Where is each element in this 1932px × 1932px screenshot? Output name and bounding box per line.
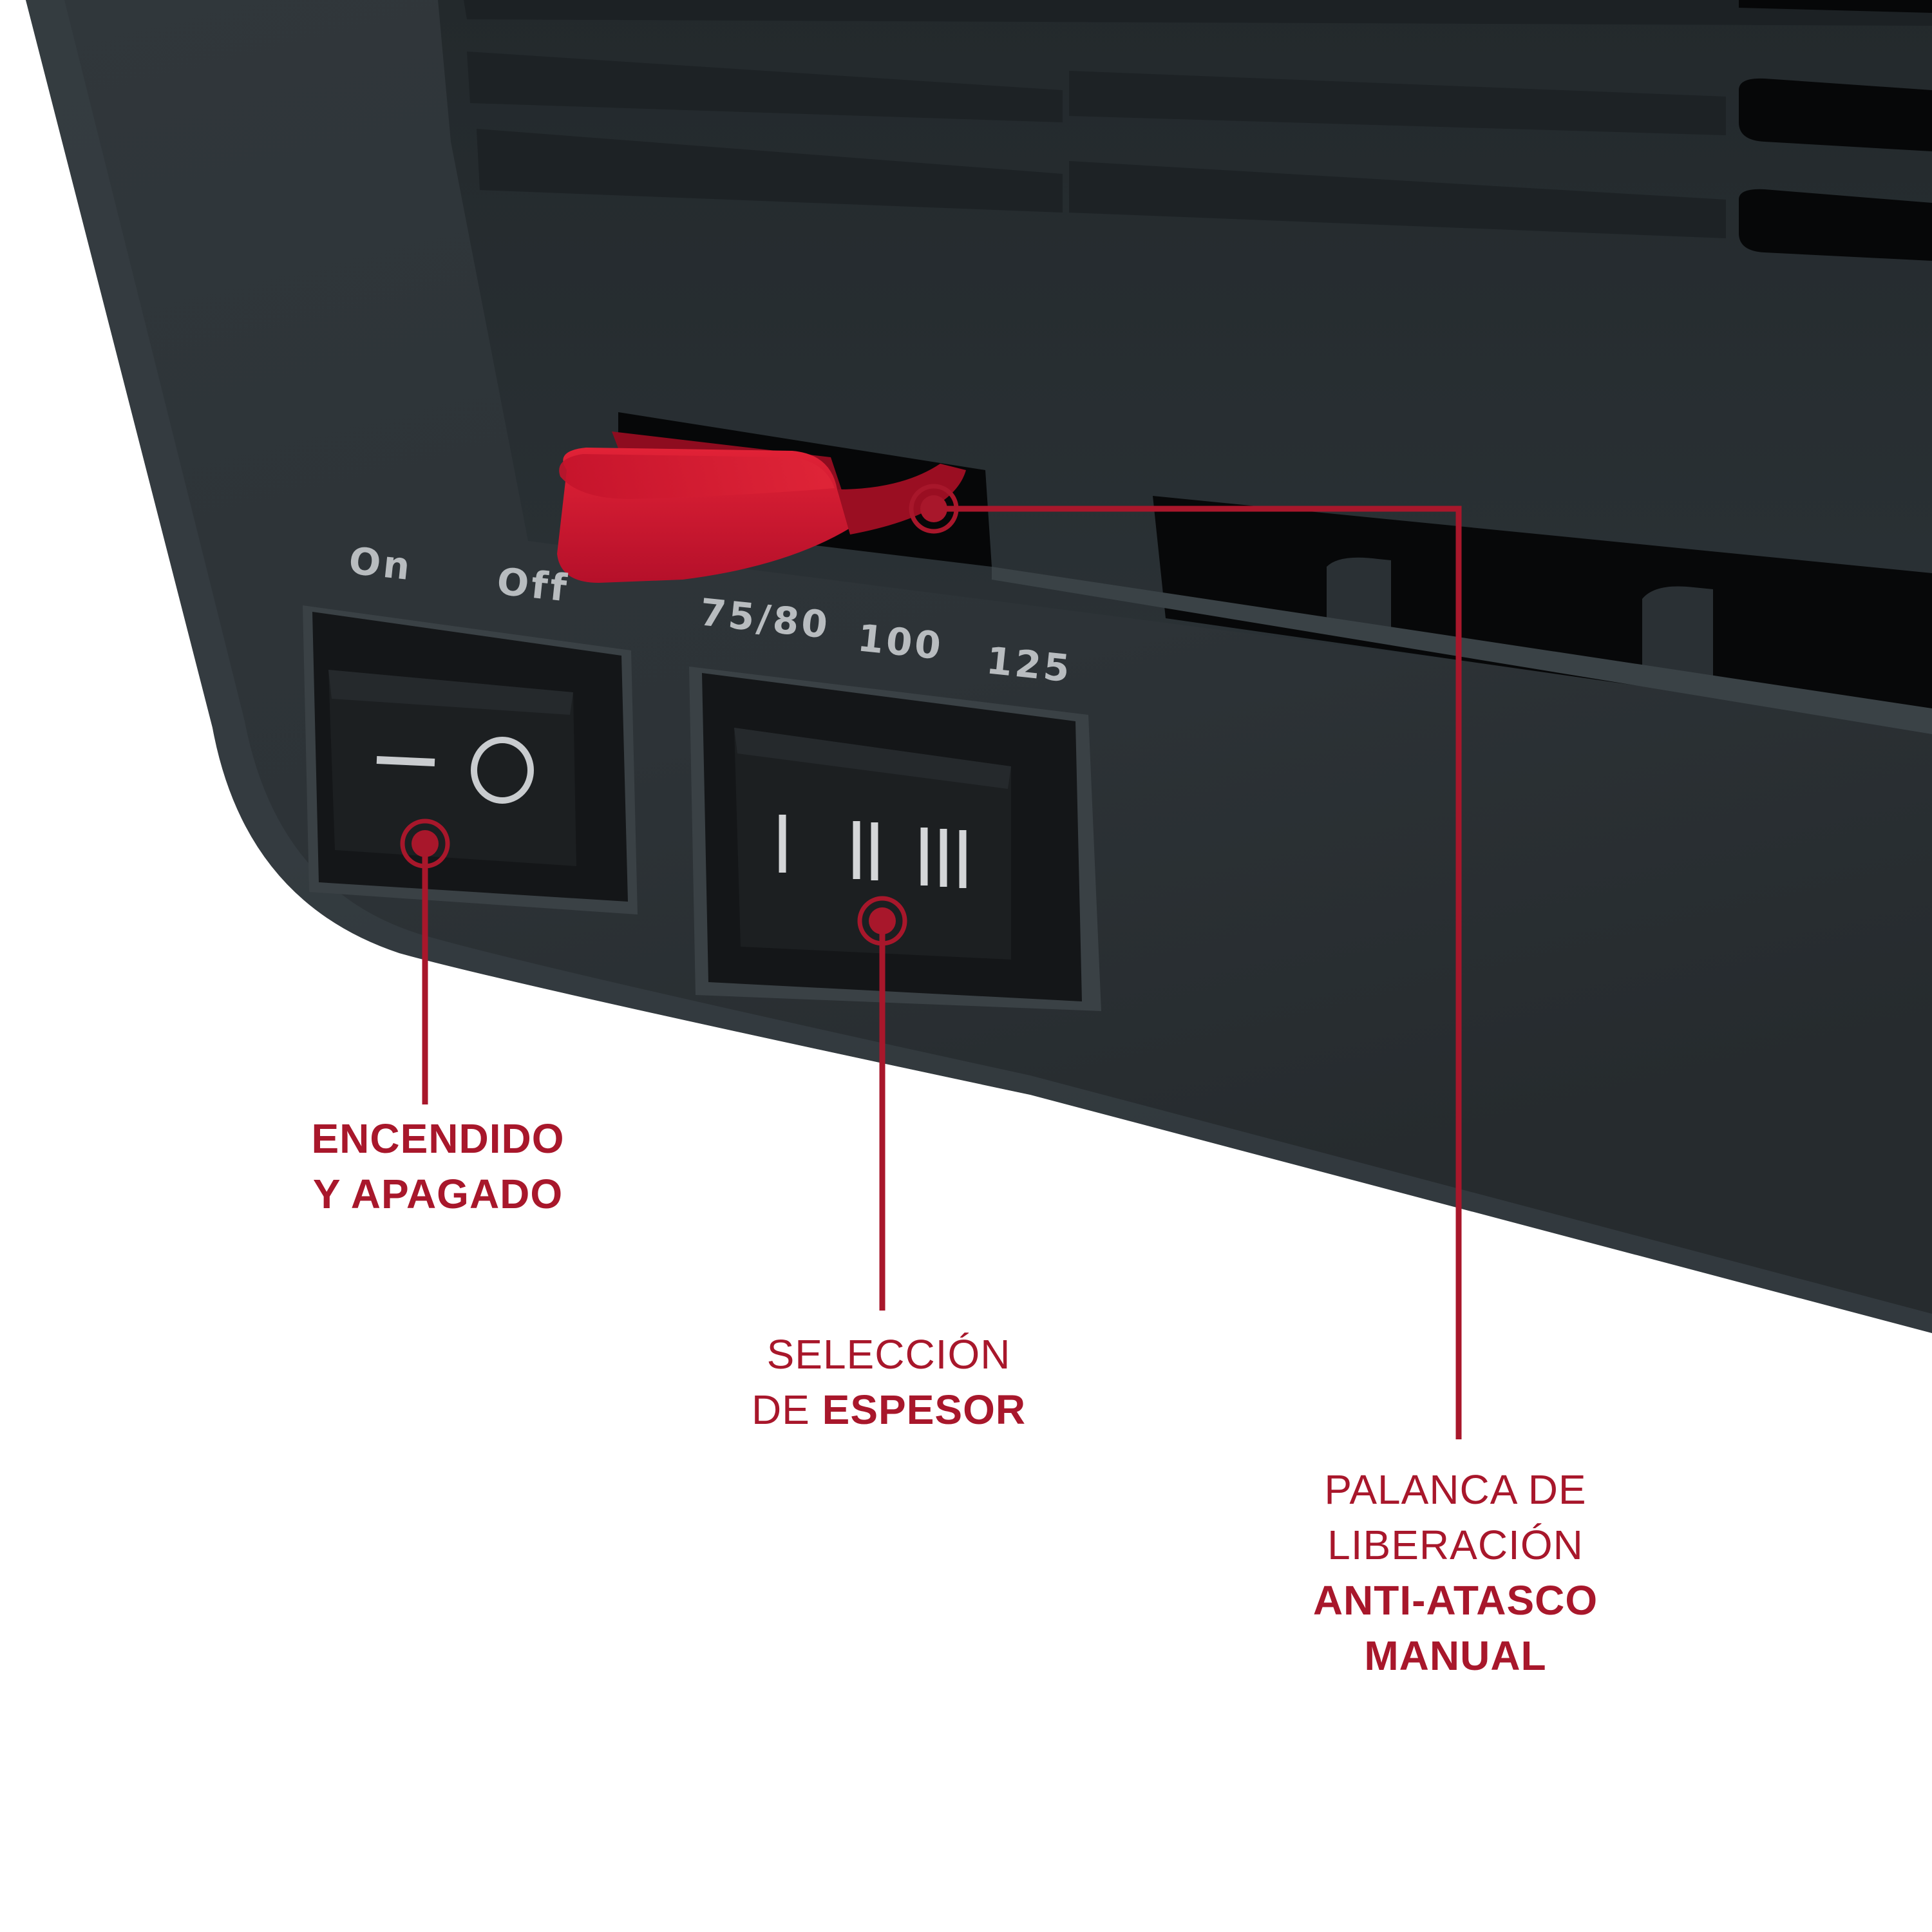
power-switch[interactable] [303,605,638,914]
label-thickness-125: 125 [985,638,1074,691]
label-thickness-100: 100 [856,616,945,668]
feed-slot [1153,496,1932,728]
label-on: On [347,538,415,589]
label-off: Off [495,559,571,610]
slot-ledge [992,567,1932,734]
on-symbol-icon [376,756,435,766]
callout-power-pointer [400,819,450,1104]
callout-lever: PALANCA DE LIBERACIÓN ANTI-ATASCO MANUAL [1275,1462,1636,1683]
callout-lever-line4: MANUAL [1364,1633,1547,1679]
thickness-switch[interactable] [689,667,1101,1011]
callout-lever-line1: PALANCA DE [1324,1466,1587,1513]
callout-thickness-pointer [857,896,907,1311]
off-symbol-icon [471,737,534,804]
callout-thickness-line1: SELECCIÓN [766,1331,1011,1378]
callout-lever-line3: ANTI-ATASCO [1312,1577,1598,1624]
callout-power-line1: ENCENDIDO [311,1115,565,1162]
housing-front-edge [26,0,1932,1333]
vent-slots [464,0,1932,261]
callout-thickness-bold: ESPESOR [822,1387,1027,1433]
callout-lever-line2: LIBERACIÓN [1327,1522,1584,1568]
callout-thickness: SELECCIÓN DE ESPESOR [721,1327,1056,1437]
slot-divider [1642,586,1713,683]
thickness-marks-icon [779,815,967,888]
release-lever[interactable] [557,431,966,583]
callout-thickness-prefix: DE [751,1387,822,1433]
callout-power-line2: Y APAGADO [312,1171,564,1217]
callout-power: ENCENDIDO Y APAGADO [290,1111,586,1222]
callout-lever-pointer [909,484,1462,1439]
